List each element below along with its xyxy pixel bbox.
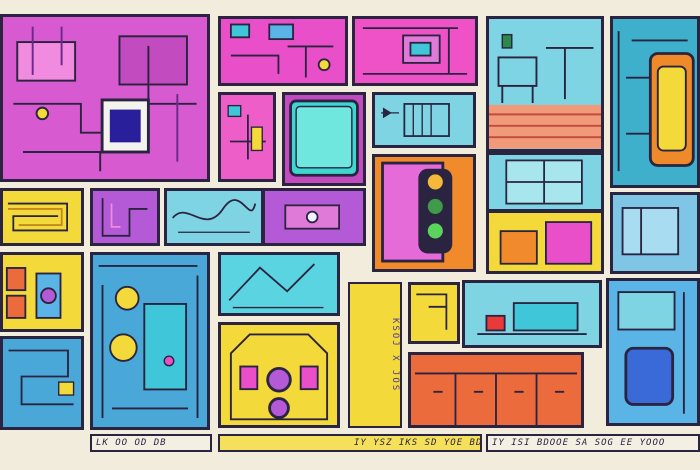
caption-text-bottom-right: IY ISI BDOOE SA SOG EE YOOO [492, 438, 666, 448]
panel-pink-lab [218, 92, 276, 182]
panel-orange-cabinets [408, 352, 584, 428]
circuit-panel-large-magenta [0, 14, 210, 182]
panel-window-cyan [486, 152, 604, 212]
panel-magenta-top-2 [218, 16, 348, 86]
panel-yellow-building [218, 322, 340, 428]
panel-traffic-signal-right [610, 16, 700, 188]
panel-yellow-gauges [0, 252, 84, 332]
panel-blue-robot [90, 252, 210, 430]
panel-sky-right-mid [610, 192, 700, 274]
caption-strip-bottom-right: IY ISI BDOOE SA SOG EE YOOO [486, 434, 700, 452]
panel-blue-device [606, 278, 700, 426]
panel-violet-pipes [90, 188, 160, 246]
caption-text-bottom-center: IY YSZ IKS SD YOE BDDSDHW [354, 438, 482, 448]
panel-violet-mech [262, 188, 366, 246]
panel-traffic-light-center [372, 154, 476, 272]
panel-yellow-circuit [0, 188, 84, 246]
panel-cyan-monitor [282, 92, 366, 186]
caption-strip-bottom-left: LK OO OD DB [90, 434, 212, 452]
panel-magenta-top-3 [352, 16, 478, 86]
vertical-label-strip: KSOJ X JOS [348, 282, 402, 428]
panel-cyan-landscape [218, 252, 340, 316]
panel-yellow-room [486, 210, 604, 274]
caption-strip-bottom-center: IY YSZ IKS SD YOE BDDSDHW [218, 434, 482, 452]
panel-room-cyan-top [486, 16, 604, 152]
panel-cyan-sink [462, 280, 602, 348]
panel-blue-circuit-bottom-left [0, 336, 84, 430]
vertical-label-text: KSOJ X JOS [390, 317, 400, 393]
panel-cyan-wires [164, 188, 264, 246]
caption-text-bottom-left: LK OO OD DB [96, 438, 167, 448]
panel-machine-cyan [372, 92, 476, 148]
panel-yellow-small [408, 282, 460, 344]
